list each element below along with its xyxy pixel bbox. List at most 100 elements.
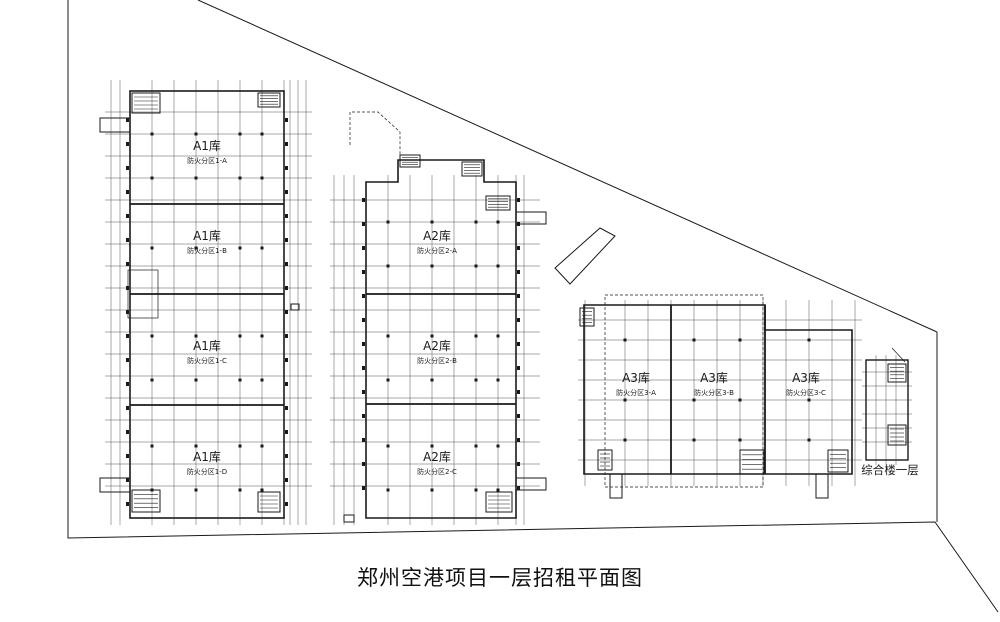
wall-pier	[517, 366, 520, 370]
column-post	[474, 334, 478, 338]
wall-pier	[285, 262, 288, 266]
column-post	[474, 488, 478, 492]
column-post	[807, 338, 811, 342]
column-post	[194, 378, 198, 382]
column-post	[260, 334, 264, 338]
stair-core	[485, 491, 513, 513]
column-post	[150, 176, 154, 180]
wall-pier	[285, 118, 288, 122]
column-post	[386, 488, 390, 492]
zone-label: 防火分区3-B	[694, 388, 734, 397]
column-post	[194, 488, 198, 492]
wall-pier	[285, 214, 288, 218]
zone-name: A1库	[193, 338, 221, 353]
wall-pier	[285, 142, 288, 146]
column-post	[260, 378, 264, 382]
column-post	[496, 378, 500, 382]
wall-pier	[126, 118, 129, 122]
wall-pier	[126, 454, 129, 458]
column-post	[260, 246, 264, 250]
column-post	[692, 338, 696, 342]
wall-pier	[285, 502, 288, 506]
buildings	[129, 90, 909, 519]
column-post	[194, 246, 198, 250]
wall-pier	[517, 486, 520, 490]
site-boundary	[67, 0, 999, 613]
zone-name: A3库	[622, 370, 650, 385]
column-post	[386, 264, 390, 268]
wall-pier	[285, 454, 288, 458]
wall-pier	[517, 246, 520, 250]
zone-label: 防火分区1-D	[187, 467, 227, 476]
entry-line	[891, 347, 906, 363]
wall-pier	[517, 294, 520, 298]
wall-pier	[126, 478, 129, 482]
column-post	[238, 246, 242, 250]
column-post	[194, 132, 198, 136]
wall-pier	[362, 222, 365, 226]
column-post	[430, 378, 434, 382]
column-post	[430, 334, 434, 338]
warehouse-a1-outline	[129, 90, 285, 519]
zone-labels: A1库防火分区1-AA1库防火分区1-BA1库防火分区1-CA1库防火分区1-D…	[187, 138, 919, 477]
wall-pier	[126, 214, 129, 218]
column-post	[738, 438, 742, 442]
wall-pier	[517, 198, 520, 202]
column-post	[194, 176, 198, 180]
wall-pier	[126, 238, 129, 242]
column-post	[474, 378, 478, 382]
loading-dock	[515, 477, 547, 491]
wall-pier	[126, 166, 129, 170]
building-details	[99, 92, 907, 523]
wall-pier	[362, 318, 365, 322]
column-post	[496, 488, 500, 492]
wall-pier	[126, 190, 129, 194]
equipment-box	[343, 514, 355, 523]
wall-pier	[126, 382, 129, 386]
stair-core	[485, 195, 511, 211]
wall-pier	[285, 382, 288, 386]
column-post	[386, 444, 390, 448]
wall-pier	[126, 406, 129, 410]
zone-name: A1库	[193, 449, 221, 464]
wall-pier	[126, 310, 129, 314]
loading-dock	[515, 211, 547, 225]
stair-core	[257, 491, 281, 513]
zone-label: 防火分区2-A	[417, 246, 457, 255]
zone-label: 防火分区3-A	[616, 388, 656, 397]
stair-core	[887, 363, 907, 383]
column-post	[496, 444, 500, 448]
column-grid	[105, 80, 912, 525]
wall-pier	[362, 366, 365, 370]
zone-name: A3库	[700, 370, 728, 385]
wall-pier	[126, 502, 129, 506]
column-post	[496, 334, 500, 338]
guard-house	[554, 227, 616, 285]
column-post	[430, 220, 434, 224]
plan-title: 郑州空港项目一层招租平面图	[357, 566, 643, 590]
wall-pier	[285, 238, 288, 242]
column-post	[238, 444, 242, 448]
column-post	[150, 334, 154, 338]
column-post	[194, 444, 198, 448]
wall-pier	[517, 270, 520, 274]
column-post	[260, 488, 264, 492]
wall-pier	[517, 390, 520, 394]
column-post	[430, 444, 434, 448]
wall-pier	[285, 334, 288, 338]
stair-core	[127, 269, 159, 319]
column-post	[623, 438, 627, 442]
equipment-box	[290, 303, 300, 311]
wall-pier	[285, 358, 288, 362]
wall-pier	[285, 478, 288, 482]
stair-core	[597, 449, 613, 471]
column-post	[238, 334, 242, 338]
column-post	[386, 220, 390, 224]
column-post	[692, 398, 696, 402]
wall-pier	[285, 166, 288, 170]
wall-pier	[126, 286, 129, 290]
wall-pier	[362, 486, 365, 490]
zone-label: 防火分区1-C	[187, 356, 227, 365]
column-post	[194, 334, 198, 338]
